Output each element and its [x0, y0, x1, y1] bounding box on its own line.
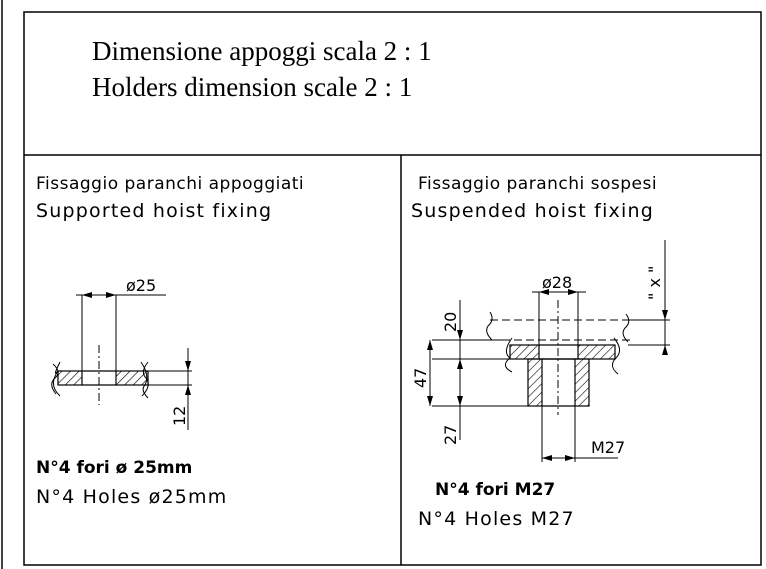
dim-20: 20	[441, 312, 460, 332]
dim-47: 47	[411, 368, 430, 388]
plate-section-left	[509, 344, 540, 360]
title-italian: Dimensione appoggi scala 2 : 1	[92, 36, 432, 66]
plate-section-left	[57, 370, 83, 386]
dim-x: " x "	[645, 266, 664, 300]
left-note-english: N°4 Holes ø25mm	[36, 486, 228, 508]
plate-section-right	[115, 370, 149, 386]
title-english: Holders dimension scale 2 : 1	[92, 72, 413, 102]
bushing-wall-left	[527, 358, 543, 407]
dim-diameter-25: ø25	[126, 276, 156, 295]
dim-diameter-28: ø28	[542, 273, 572, 292]
left-heading-italian: Fissaggio paranchi appoggiati	[36, 174, 305, 194]
dim-m27: M27	[591, 438, 625, 457]
outer-border	[23, 11, 762, 566]
left-note-italian: N°4 fori ø 25mm	[36, 458, 193, 478]
right-note-english: N°4 Holes M27	[418, 508, 575, 530]
supported-holder-drawing	[51, 292, 192, 430]
bushing-wall-right	[574, 358, 590, 407]
right-heading-english: Suspended hoist fixing	[411, 200, 654, 222]
right-heading-italian: Fissaggio paranchi sospesi	[418, 174, 658, 194]
plate-section-right	[577, 344, 616, 360]
suspended-holder-drawing	[427, 240, 670, 462]
left-heading-english: Supported hoist fixing	[36, 200, 273, 222]
dim-27: 27	[441, 425, 460, 445]
right-note-italian: N°4 fori M27	[435, 480, 556, 500]
dim-thickness-12: 12	[170, 406, 189, 426]
